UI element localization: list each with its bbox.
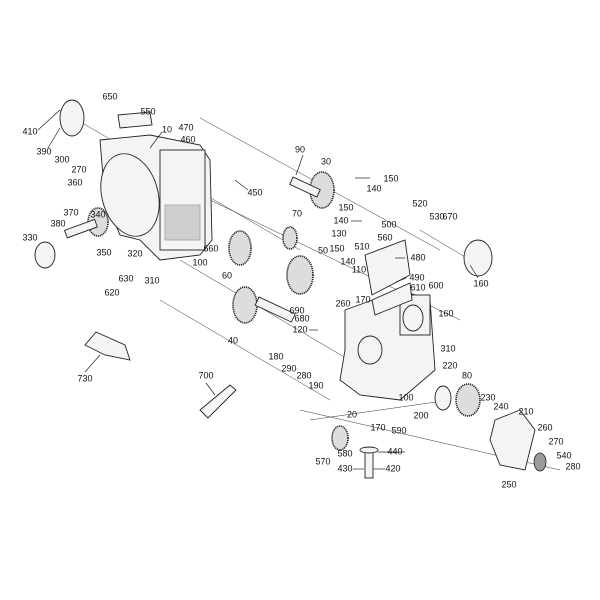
rear-housing bbox=[339, 289, 436, 401]
part-label[interactable]: 240 bbox=[493, 401, 508, 411]
part-label[interactable]: 260 bbox=[537, 422, 552, 432]
part-label[interactable]: 300 bbox=[54, 154, 69, 164]
part-label[interactable]: 280 bbox=[296, 370, 311, 380]
part-label[interactable]: 140 bbox=[333, 215, 348, 225]
part-label[interactable]: 610 bbox=[410, 282, 425, 292]
part-label[interactable]: 540 bbox=[556, 450, 571, 460]
part-label[interactable]: 550 bbox=[140, 106, 155, 116]
part-label[interactable]: 580 bbox=[337, 448, 352, 458]
part-label[interactable]: 600 bbox=[428, 280, 443, 290]
part-label[interactable]: 220 bbox=[442, 360, 457, 370]
part-label[interactable]: 210 bbox=[518, 406, 533, 416]
valve-body bbox=[364, 239, 413, 316]
part-label[interactable]: 410 bbox=[22, 126, 37, 136]
part-label[interactable]: 120 bbox=[292, 324, 307, 334]
part-label[interactable]: 360 bbox=[67, 177, 82, 187]
part-label[interactable]: 570 bbox=[315, 456, 330, 466]
part-label[interactable]: 530 bbox=[429, 211, 444, 221]
part-label[interactable]: 140 bbox=[340, 256, 355, 266]
part-label[interactable]: 250 bbox=[501, 479, 516, 489]
part-label[interactable]: 590 bbox=[391, 425, 406, 435]
part-label[interactable]: 690 bbox=[289, 305, 304, 315]
part-label[interactable]: 380 bbox=[50, 218, 65, 228]
part-label[interactable]: 350 bbox=[96, 247, 111, 257]
part-label[interactable]: 70 bbox=[292, 208, 302, 218]
part-label[interactable]: 100 bbox=[398, 392, 413, 402]
part-label[interactable]: 510 bbox=[354, 241, 369, 251]
part-label[interactable]: 150 bbox=[329, 243, 344, 253]
part-label[interactable]: 270 bbox=[548, 436, 563, 446]
part-label[interactable]: 420 bbox=[385, 463, 400, 473]
part-label[interactable]: 200 bbox=[413, 410, 428, 420]
part-label[interactable]: 260 bbox=[335, 298, 350, 308]
part-label[interactable]: 470 bbox=[178, 122, 193, 132]
part-label[interactable]: 500 bbox=[381, 219, 396, 229]
part-label[interactable]: 320 bbox=[127, 248, 142, 258]
part-label[interactable]: 90 bbox=[295, 144, 305, 154]
part-label[interactable]: 660 bbox=[203, 243, 218, 253]
part-label[interactable]: 340 bbox=[90, 209, 105, 219]
part-label[interactable]: 480 bbox=[410, 252, 425, 262]
part-label[interactable]: 130 bbox=[331, 228, 346, 238]
part-label[interactable]: 150 bbox=[383, 173, 398, 183]
part-label[interactable]: 560 bbox=[377, 232, 392, 242]
part-label[interactable]: 140 bbox=[366, 183, 381, 193]
part-label[interactable]: 100 bbox=[192, 257, 207, 267]
part-label[interactable]: 160 bbox=[473, 278, 488, 288]
shaft-assemblies bbox=[34, 99, 547, 479]
part-label[interactable]: 10 bbox=[162, 124, 172, 134]
part-label[interactable]: 450 bbox=[247, 187, 262, 197]
part-label[interactable]: 50 bbox=[318, 245, 328, 255]
part-label[interactable]: 670 bbox=[442, 211, 457, 221]
part-label[interactable]: 370 bbox=[63, 207, 78, 217]
part-label[interactable]: 270 bbox=[71, 164, 86, 174]
part-label[interactable]: 20 bbox=[347, 409, 357, 419]
part-label[interactable]: 620 bbox=[104, 287, 119, 297]
part-label[interactable]: 630 bbox=[118, 273, 133, 283]
part-label[interactable]: 110 bbox=[352, 264, 366, 274]
part-label[interactable]: 80 bbox=[462, 370, 472, 380]
part-label[interactable]: 60 bbox=[222, 270, 232, 280]
part-label[interactable]: 170 bbox=[370, 422, 385, 432]
part-label[interactable]: 430 bbox=[337, 463, 352, 473]
part-label[interactable]: 230 bbox=[480, 392, 495, 402]
part-label[interactable]: 490 bbox=[409, 272, 424, 282]
part-label[interactable]: 440 bbox=[387, 446, 402, 456]
part-label[interactable]: 700 bbox=[198, 370, 213, 380]
part-label[interactable]: 40 bbox=[228, 335, 238, 345]
part-label[interactable]: 160 bbox=[438, 308, 453, 318]
part-label[interactable]: 180 bbox=[268, 351, 283, 361]
part-label[interactable]: 330 bbox=[22, 232, 37, 242]
part-label[interactable]: 650 bbox=[102, 91, 117, 101]
part-label[interactable]: 520 bbox=[412, 198, 427, 208]
part-label[interactable]: 170 bbox=[355, 294, 370, 304]
part-label[interactable]: 460 bbox=[180, 134, 195, 144]
front-housing bbox=[99, 111, 213, 261]
part-label[interactable]: 290 bbox=[281, 363, 296, 373]
part-label[interactable]: 390 bbox=[36, 146, 51, 156]
part-label[interactable]: 150 bbox=[338, 202, 353, 212]
leader-lines bbox=[37, 109, 479, 470]
part-label[interactable]: 310 bbox=[440, 343, 455, 353]
part-label[interactable]: 680 bbox=[294, 313, 309, 323]
assembly-guide-lines bbox=[59, 109, 561, 471]
part-label[interactable]: 730 bbox=[77, 373, 92, 383]
part-label[interactable]: 30 bbox=[321, 156, 331, 166]
part-label[interactable]: 190 bbox=[308, 380, 323, 390]
part-label[interactable]: 280 bbox=[565, 461, 580, 471]
part-labels: 410 390 650 550 300 270 10 470 460 360 9… bbox=[22, 91, 580, 489]
part-label[interactable]: 310 bbox=[144, 275, 159, 285]
